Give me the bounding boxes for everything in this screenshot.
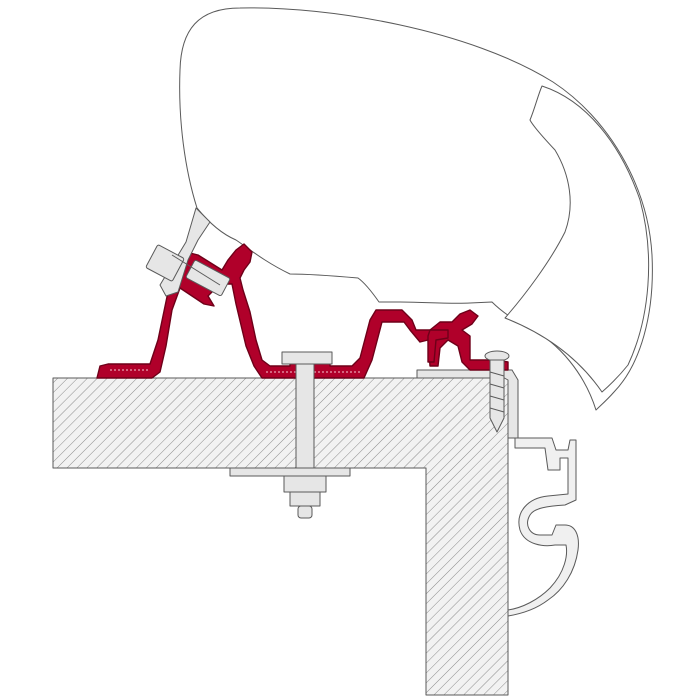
mounting-bolt: [229, 351, 351, 519]
clamp-bolt: [145, 244, 231, 297]
wood-screw: [484, 350, 510, 433]
awning-front-panel: [504, 85, 650, 393]
roof-wall-section: [52, 377, 513, 696]
adapter-serrations: [110, 369, 360, 373]
adapter-clip-left: [427, 329, 449, 363]
rain-gutter-profile: [507, 437, 579, 617]
